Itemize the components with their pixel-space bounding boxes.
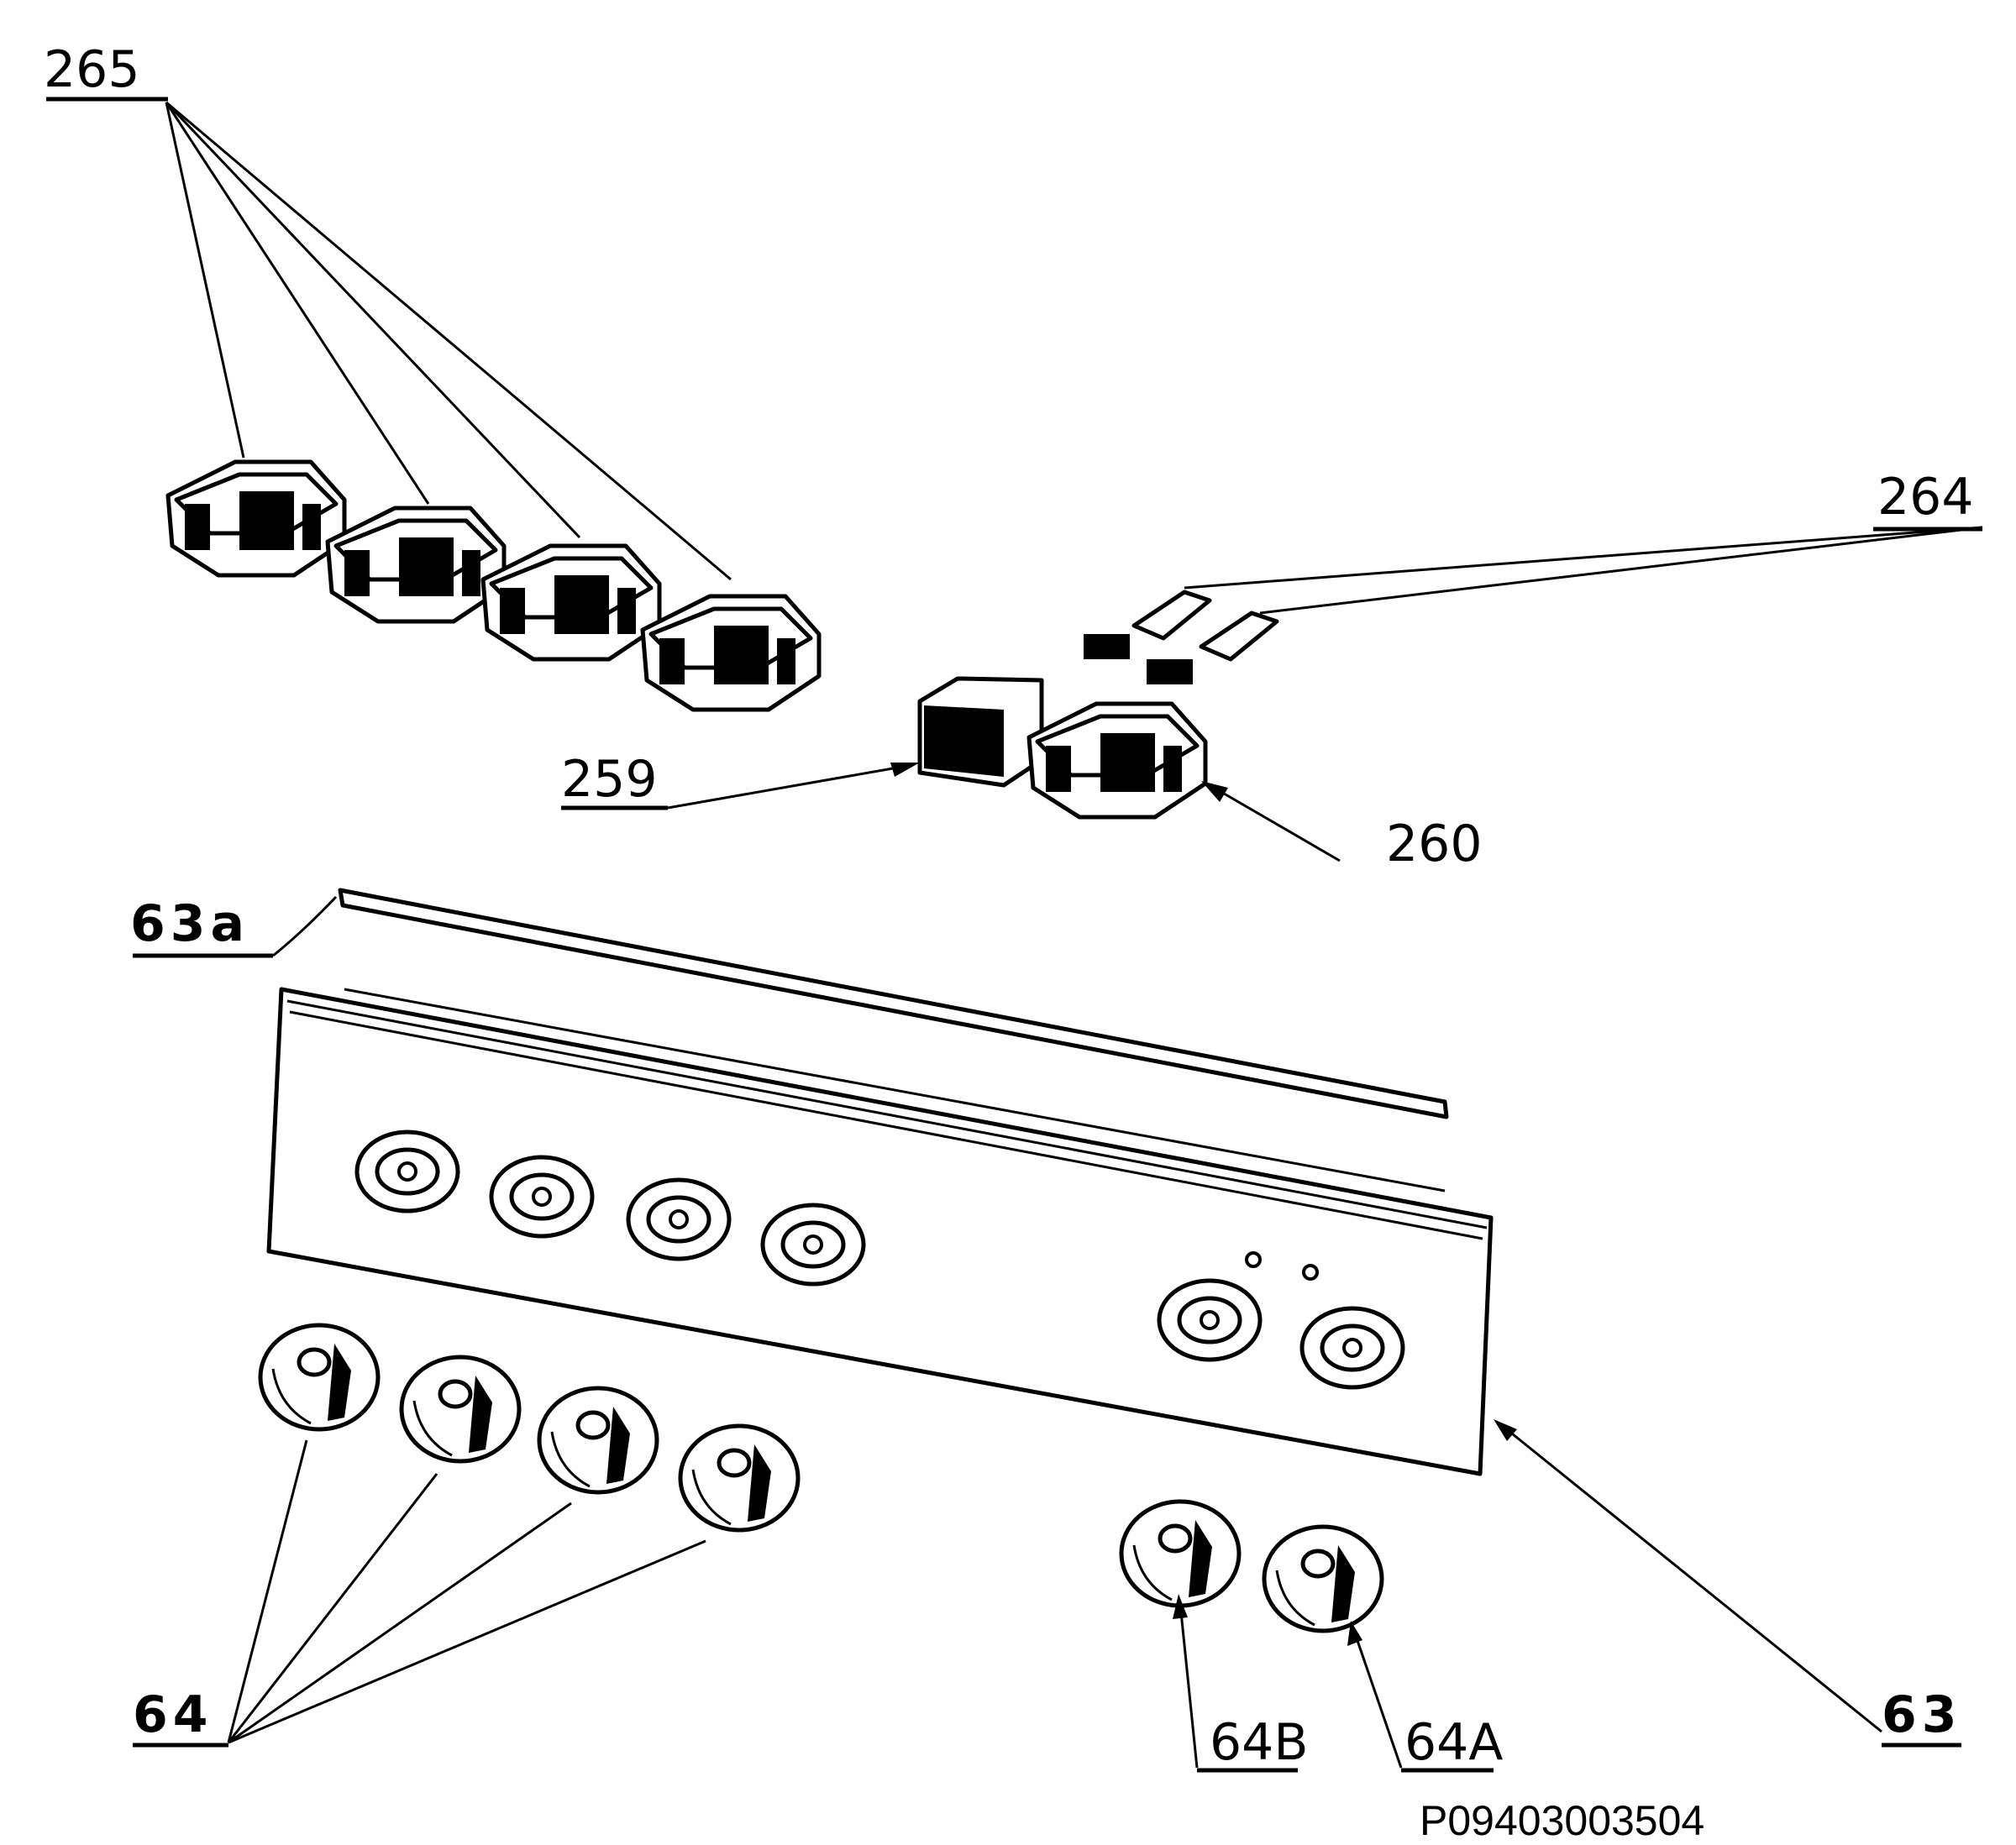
label-259: 259	[561, 750, 668, 810]
switch-265-2	[328, 508, 504, 621]
label-265-text: 265	[44, 40, 140, 99]
knob-64B	[1121, 1502, 1239, 1606]
trim-strip-63a	[272, 888, 1449, 1119]
label-259-text: 259	[561, 750, 658, 809]
panel-hole-1	[357, 1132, 458, 1211]
drawing-code: P09403003504	[1420, 1797, 1704, 1844]
switch-265-4	[643, 596, 819, 710]
label-63a-text: 63a	[130, 894, 249, 953]
label-63a: 63a	[130, 894, 273, 958]
control-panel-63	[266, 987, 1494, 1476]
label-63-text: 63	[1882, 1685, 1962, 1744]
panel-hole-2	[491, 1157, 592, 1236]
label-265: 265	[44, 40, 168, 102]
label-64: 64	[133, 1685, 228, 1748]
panel-hole-4	[763, 1205, 864, 1284]
label-63: 63	[1882, 1685, 1962, 1748]
label-260-text: 260	[1386, 815, 1483, 873]
leaders-265	[165, 101, 732, 581]
leader-64A	[1347, 1621, 1403, 1769]
switch-265-1	[168, 462, 344, 575]
switch-265-3	[483, 546, 659, 659]
leaders-64	[227, 1439, 706, 1744]
switch-260	[1029, 704, 1205, 817]
knob-64A	[1264, 1527, 1382, 1631]
leader-63	[1494, 1419, 1882, 1733]
label-64B: 64B	[1197, 1713, 1309, 1773]
label-260: 260	[1386, 815, 1483, 873]
label-264: 264	[1873, 468, 1982, 532]
label-64B-text: 64B	[1210, 1713, 1309, 1772]
panel-hole-5	[1159, 1281, 1260, 1360]
knob-64-4	[680, 1426, 798, 1530]
leader-64B	[1173, 1594, 1199, 1769]
block-259	[667, 676, 1044, 810]
label-64-text: 64	[133, 1685, 213, 1744]
knob-64-2	[402, 1357, 519, 1461]
knob-64-1	[260, 1325, 378, 1429]
label-264-text: 264	[1877, 468, 1974, 527]
panel-hole-3	[628, 1180, 729, 1259]
knob-64-3	[539, 1388, 657, 1492]
wire-harness-264	[1084, 526, 1983, 684]
panel-hole-6	[1302, 1308, 1403, 1387]
leader-260	[1201, 781, 1341, 862]
label-64A-text: 64A	[1404, 1713, 1503, 1772]
label-64A: 64A	[1401, 1713, 1503, 1773]
